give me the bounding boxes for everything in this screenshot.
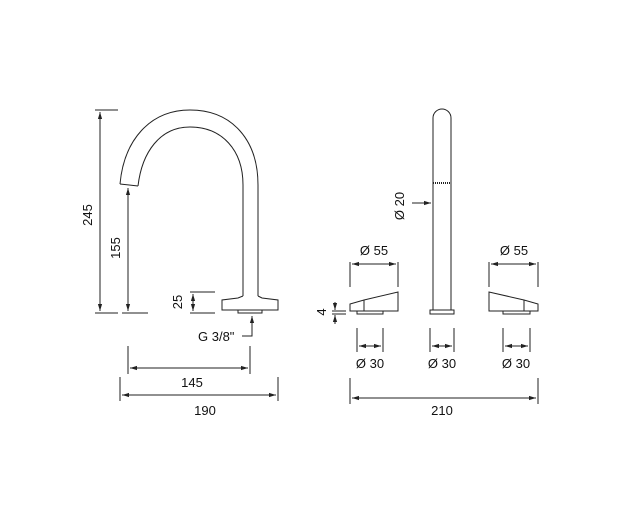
dim-right-d30: Ø 30 — [502, 328, 531, 371]
dim-label: Ø 55 — [360, 243, 388, 258]
dim-label: 190 — [194, 403, 216, 418]
dim-label: Ø 20 — [392, 192, 407, 220]
dim-label: 155 — [108, 237, 123, 259]
dim-210: 210 — [349, 378, 539, 418]
handshower-outline — [429, 108, 455, 315]
right-handle-outline — [488, 291, 539, 315]
dim-left-d55: Ø 55 — [349, 243, 399, 287]
thread-callout: G 3/8" — [198, 316, 255, 344]
dim-label: Ø 30 — [502, 356, 530, 371]
dim-d20: Ø 20 — [392, 192, 431, 220]
dim-190: 190 — [119, 377, 279, 418]
dim-155: 155 — [108, 188, 148, 314]
dim-label: Ø 55 — [500, 243, 528, 258]
dim-245: 245 — [80, 109, 118, 314]
dim-label: Ø 30 — [428, 356, 456, 371]
dim-label: Ø 30 — [356, 356, 384, 371]
dim-25: 25 — [170, 291, 215, 314]
dim-label: 4 — [314, 308, 329, 315]
dim-handshower-d30: Ø 30 — [428, 328, 456, 371]
dim-label: 25 — [170, 295, 185, 309]
dim-label: 210 — [431, 403, 453, 418]
spout-outline — [119, 109, 279, 314]
dim-label: 245 — [80, 204, 95, 226]
dim-label: 145 — [181, 375, 203, 390]
thread-label: G 3/8" — [198, 329, 235, 344]
dim-145: 145 — [127, 346, 251, 390]
dim-right-d55: Ø 55 — [488, 243, 539, 287]
left-handle-outline — [349, 291, 399, 315]
dim-4: 4 — [314, 302, 346, 324]
dim-left-d30: Ø 30 — [356, 328, 384, 371]
